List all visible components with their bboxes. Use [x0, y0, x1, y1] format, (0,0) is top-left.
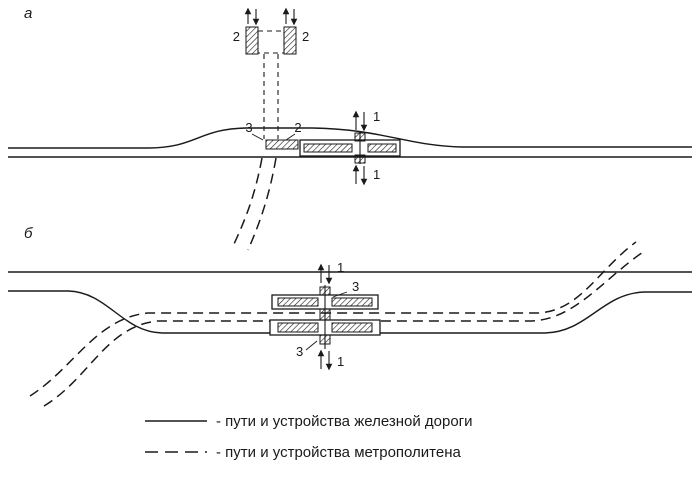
platform-hatch [331, 322, 373, 333]
leader-line [332, 291, 348, 298]
leader-line [285, 133, 296, 141]
callout-2: 2 [294, 120, 301, 135]
leader-line [251, 133, 264, 141]
vent-kiosk-right: 2 [282, 7, 309, 55]
legend-dashed-label: - пути и устройства метрополитена [216, 444, 461, 461]
vent-grille-bottom [354, 154, 366, 164]
hall-vent-shaft: 1 1 [352, 109, 380, 186]
vent-grille [283, 26, 297, 55]
platform-hatch-right [367, 143, 397, 153]
section-a-label: а [24, 5, 32, 22]
scheme-a: а 2 2 3 2 [8, 5, 692, 251]
platform-hatch-left [303, 143, 353, 153]
callout-3-bottom: 3 [296, 344, 303, 359]
platform-hatch [277, 322, 319, 333]
leader-line [305, 340, 318, 351]
callout-1-top: 1 [337, 260, 344, 275]
callout-3-top: 3 [352, 279, 359, 294]
vent-grille-middle [319, 308, 331, 321]
railway-line-upper [8, 127, 692, 149]
vent-grille-bottom [319, 334, 331, 345]
vent-kiosk-left: 2 [233, 7, 260, 55]
legend-solid-label: - пути и устройства железной дороги [216, 413, 473, 430]
metro-tunnel-dashed-1 [233, 157, 263, 245]
scheme-b: б 1 1 3 3 [8, 225, 692, 407]
platform-hatch [277, 297, 319, 307]
section-b-label: б [24, 225, 33, 242]
vent-grille-top [319, 286, 331, 296]
platform-hatch [331, 297, 373, 307]
vent-grille [245, 26, 259, 55]
metro-line-dashed-2 [43, 249, 647, 407]
callout-1-bottom: 1 [373, 167, 380, 182]
callout-1-bottom: 1 [337, 354, 344, 369]
hall-vent-shaft: 1 1 [317, 260, 344, 371]
callout-1-top: 1 [373, 109, 380, 124]
callout-2-left: 2 [233, 29, 240, 44]
vent-shaft-dashed [257, 30, 285, 139]
shaft-manifold [257, 30, 285, 54]
vent-grille-top [354, 132, 366, 142]
callout-2-right: 2 [302, 29, 309, 44]
callout-3: 3 [245, 120, 252, 135]
entrance-grille [265, 139, 299, 150]
metro-tunnel-dashed-2 [247, 157, 277, 251]
legend: - пути и устройства железной дороги - пу… [145, 413, 473, 461]
